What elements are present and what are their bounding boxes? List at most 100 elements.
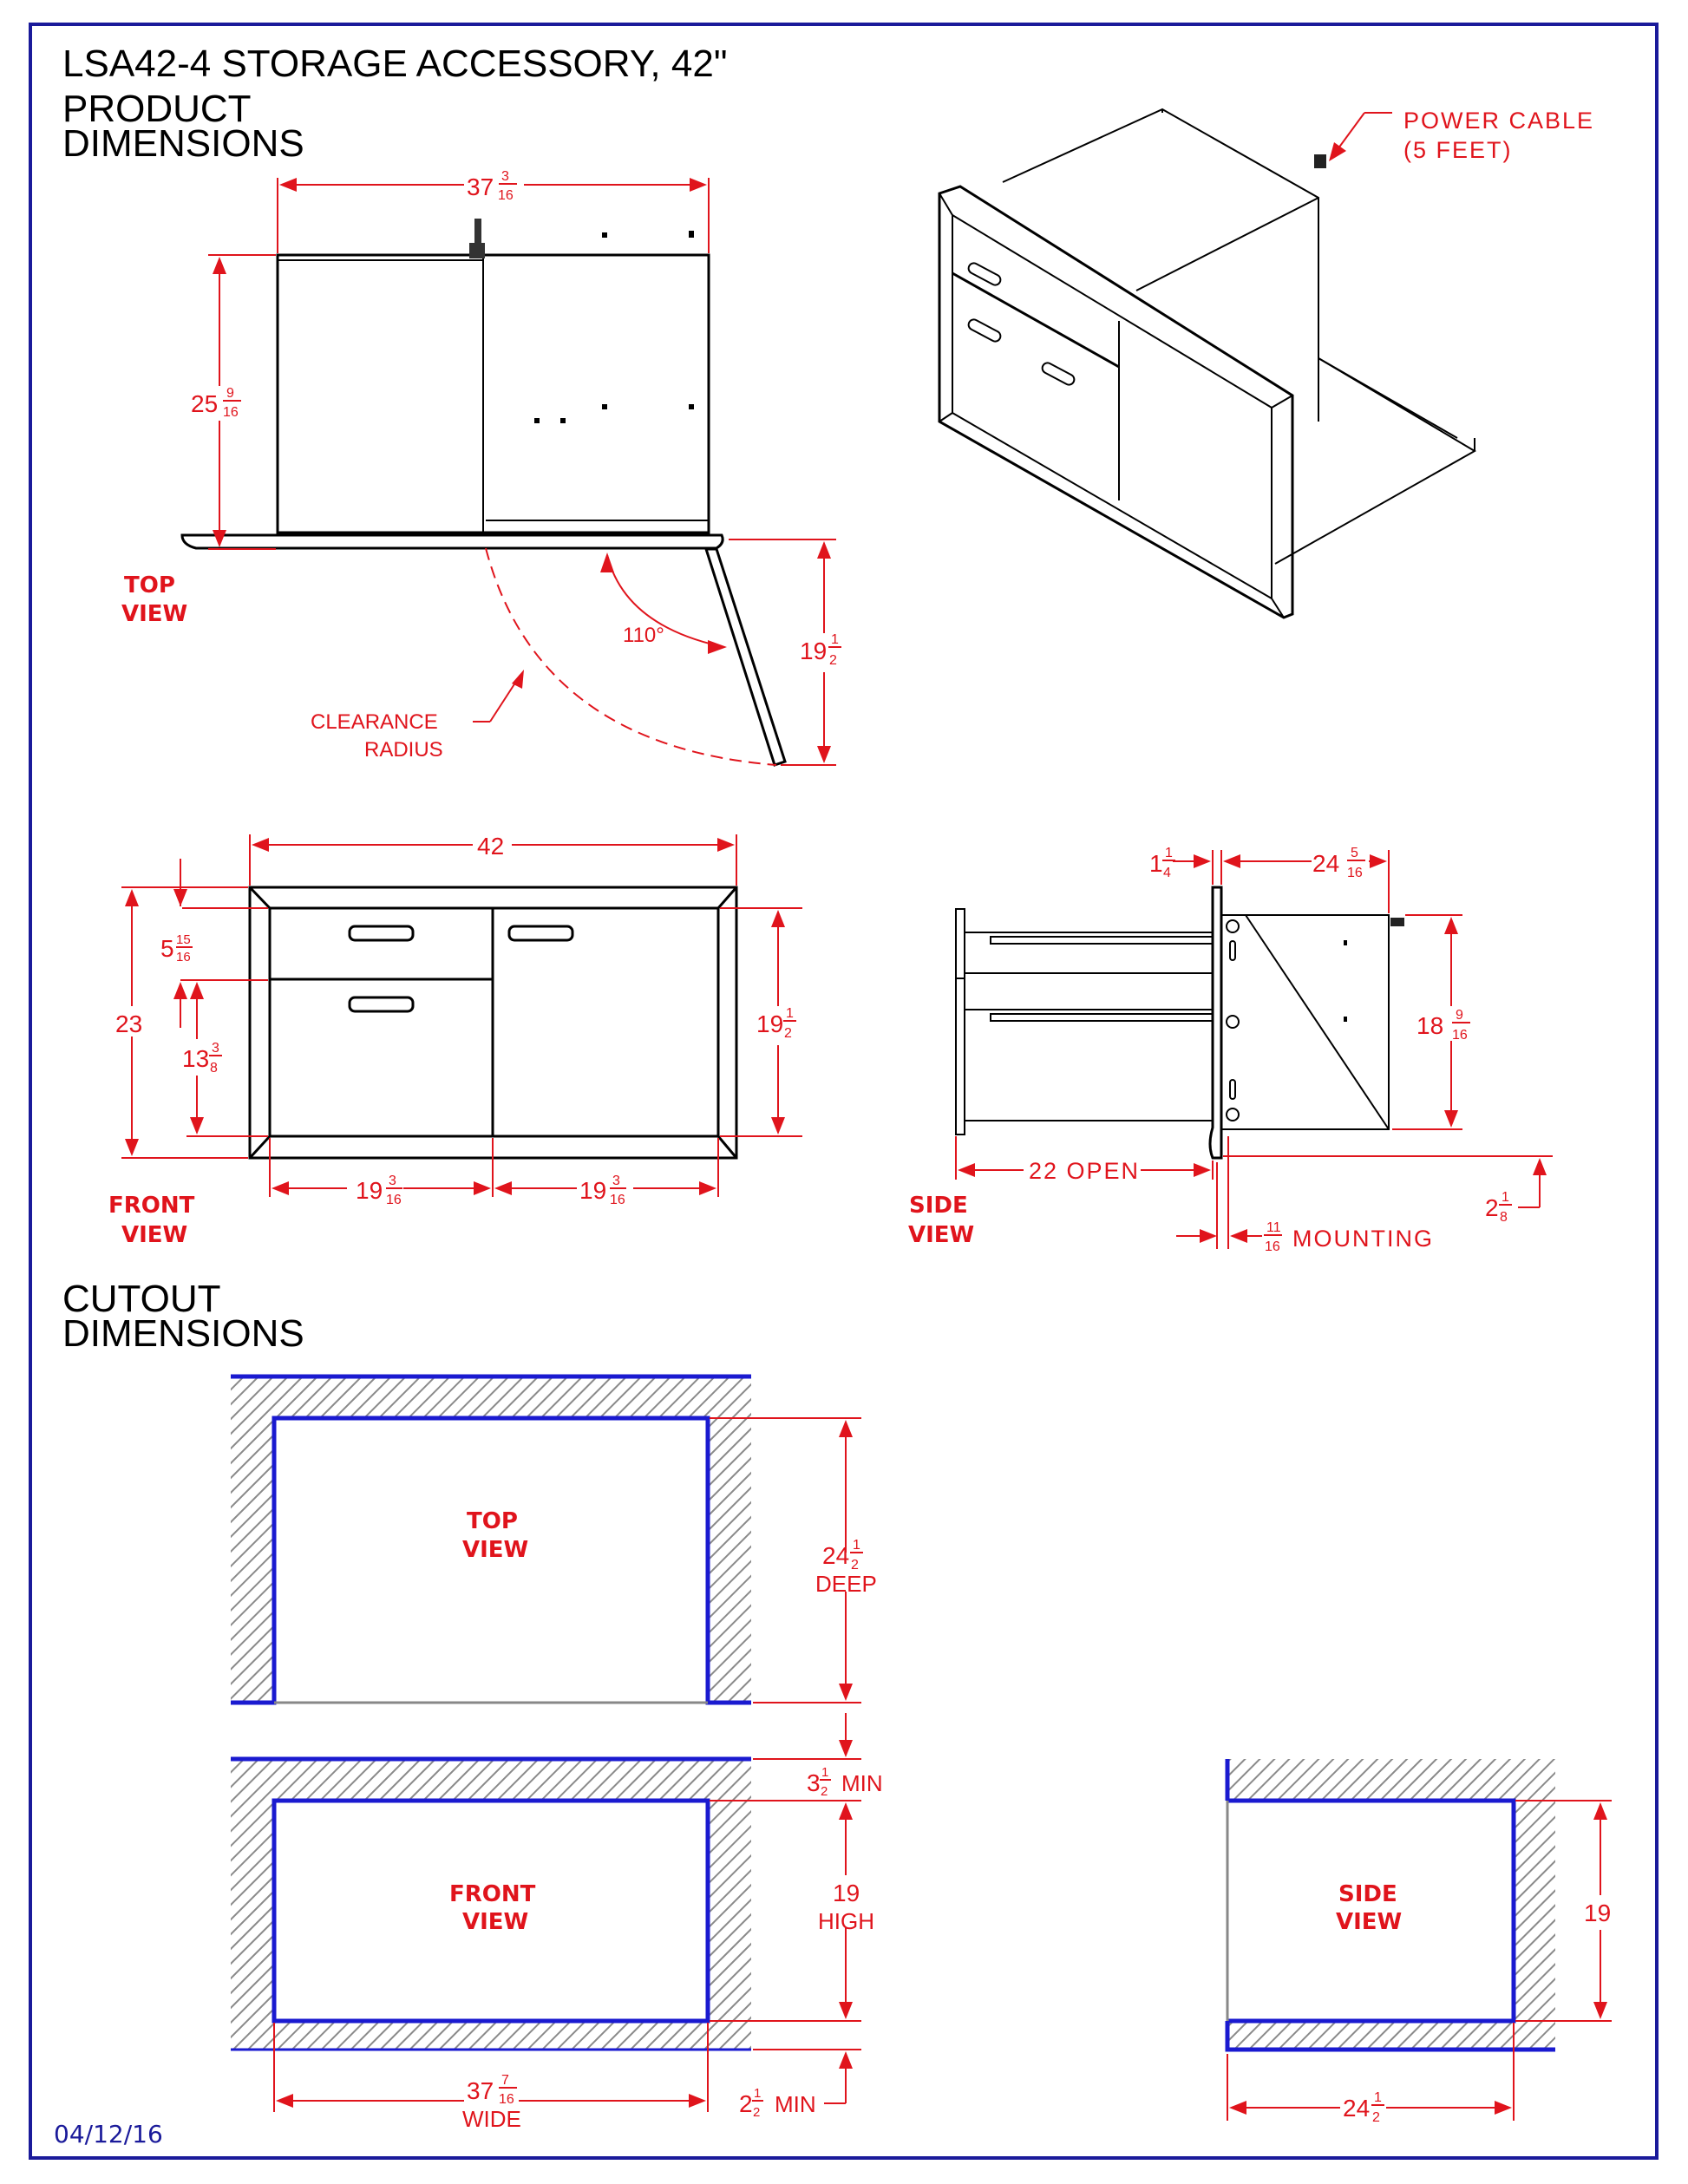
svg-text:19: 19: [756, 1010, 783, 1037]
cutout-section-heading-2: DIMENSIONS: [62, 1312, 304, 1355]
svg-text:8: 8: [210, 1061, 218, 1076]
svg-text:25: 25: [191, 390, 218, 417]
cutout-side-label-2: VIEW: [1336, 1909, 1402, 1935]
svg-text:2: 2: [1485, 1194, 1499, 1221]
svg-text:1: 1: [831, 632, 839, 647]
svg-text:1: 1: [853, 1538, 860, 1553]
side-view-label-2: VIEW: [908, 1222, 974, 1248]
svg-text:9: 9: [1456, 1008, 1463, 1023]
svg-text:16: 16: [1452, 1028, 1468, 1043]
side-height-dim: 18 9 16: [1416, 1008, 1470, 1043]
svg-text:18: 18: [1416, 1012, 1443, 1039]
top-view-label: TOP: [124, 572, 175, 598]
door-height-dim: 19 1 2: [756, 1006, 796, 1041]
cutout-side-depth-dim: 24 1 2: [1343, 2090, 1384, 2125]
svg-text:1: 1: [786, 1006, 794, 1021]
svg-text:2: 2: [1372, 2110, 1380, 2125]
svg-text:16: 16: [499, 2092, 514, 2107]
clearance-label: CLEARANCE: [311, 710, 438, 734]
title-block: LSA42-4 STORAGE ACCESSORY, 42" PRODUCT D…: [62, 43, 727, 1355]
clearance-label-2: RADIUS: [364, 738, 443, 762]
svg-text:37: 37: [467, 173, 494, 200]
svg-text:MIN: MIN: [841, 1770, 883, 1796]
cutout-front-label: FRONT: [449, 1881, 536, 1907]
sheet-border: [29, 23, 1659, 2160]
svg-text:1: 1: [1502, 1190, 1509, 1205]
open-depth-label: 22 OPEN: [1029, 1158, 1140, 1184]
svg-text:1: 1: [1374, 2090, 1382, 2105]
right-width-dim: 19 3 16: [579, 1174, 626, 1207]
drawer-height-dim: 5 15 16: [160, 932, 193, 964]
overall-width-label: 42: [477, 833, 504, 860]
svg-text:2: 2: [784, 1026, 792, 1041]
svg-text:16: 16: [386, 1193, 402, 1207]
svg-text:16: 16: [498, 188, 514, 203]
svg-text:8: 8: [1500, 1210, 1508, 1225]
svg-text:37: 37: [467, 2077, 494, 2104]
product-side-view: 1 1 4 24 5 16 18 9 16: [908, 846, 1553, 1254]
svg-text:1: 1: [754, 2086, 761, 2101]
svg-text:5: 5: [160, 935, 174, 962]
power-cable-label: POWER CABLE: [1403, 108, 1594, 134]
product-section-heading: PRODUCT: [62, 88, 252, 130]
cutout-depth-dim: 24 1 2 DEEP: [815, 1538, 877, 1597]
svg-text:9: 9: [226, 386, 234, 401]
svg-text:1: 1: [821, 1765, 828, 1780]
flange-dim: 1 1 4: [1149, 846, 1175, 880]
side-depth-dim: 24 5 16: [1312, 846, 1365, 880]
svg-text:1: 1: [1149, 850, 1163, 877]
svg-text:3: 3: [389, 1174, 396, 1188]
svg-text:3: 3: [501, 169, 509, 184]
sheet-title: LSA42-4 STORAGE ACCESSORY, 42": [62, 43, 727, 85]
svg-text:3: 3: [612, 1174, 620, 1188]
revision-date: 04/12/16: [54, 2120, 163, 2148]
svg-text:16: 16: [176, 950, 191, 964]
svg-text:3: 3: [212, 1041, 219, 1056]
svg-text:16: 16: [223, 405, 239, 420]
svg-text:WIDE: WIDE: [462, 2106, 521, 2132]
cutout-top-view: TOP VIEW 24 1 2 DEEP: [231, 1374, 877, 1705]
cutout-side-height-label: 19: [1584, 1900, 1611, 1926]
cutout-section-heading: CUTOUT: [62, 1278, 221, 1320]
front-view-label-2: VIEW: [121, 1222, 187, 1248]
left-width-dim: 19 3 16: [356, 1174, 402, 1207]
top-view-label-2: VIEW: [121, 601, 187, 627]
lower-height-dim: 13 3 8: [182, 1041, 222, 1076]
overall-height-label: 23: [115, 1010, 142, 1037]
power-cable-label-2: (5 FEET): [1403, 137, 1513, 163]
cutout-front-view: FRONT VIEW 3 1 2 MIN 19 HIGH 2 1 2: [231, 1713, 883, 2132]
cutout-width-dim: 37 7 16 WIDE: [462, 2073, 521, 2132]
side-view-label: SIDE: [909, 1193, 968, 1219]
front-view-label: FRONT: [108, 1193, 195, 1219]
svg-text:2: 2: [829, 653, 837, 668]
svg-text:24: 24: [1343, 2095, 1370, 2122]
svg-text:16: 16: [610, 1193, 625, 1207]
svg-text:2: 2: [739, 2090, 753, 2117]
svg-text:2: 2: [821, 1784, 828, 1799]
svg-text:3: 3: [807, 1769, 821, 1796]
svg-text:24: 24: [822, 1542, 849, 1569]
door-swing-dim: 19 1 2: [800, 632, 841, 668]
svg-text:MIN: MIN: [775, 2091, 816, 2117]
svg-text:15: 15: [176, 932, 191, 947]
svg-text:19: 19: [800, 638, 827, 664]
cutout-height-label: 19: [833, 1880, 860, 1906]
svg-text:1: 1: [1165, 846, 1173, 860]
cutout-side-view: SIDE VIEW 19 24 1 2: [1225, 1759, 1612, 2125]
angle-label: 110°: [623, 624, 664, 647]
top-min-dim: 3 1 2 MIN: [807, 1765, 883, 1799]
svg-text:16: 16: [1265, 1239, 1280, 1254]
cutout-side-label: SIDE: [1338, 1881, 1397, 1907]
cutout-front-label-2: VIEW: [462, 1909, 528, 1935]
cutout-top-label: TOP: [467, 1508, 518, 1534]
svg-text:5: 5: [1351, 846, 1358, 860]
mounting-dim: 11 16 MOUNTING: [1264, 1220, 1434, 1254]
product-front-view: 42 23 5 15 16 13 3 8: [108, 833, 802, 1248]
svg-text:16: 16: [1347, 866, 1363, 880]
top-depth-dim: 25 9 16: [191, 386, 241, 420]
svg-text:4: 4: [1163, 866, 1171, 880]
svg-text:MOUNTING: MOUNTING: [1292, 1226, 1434, 1252]
cutout-top-label-2: VIEW: [462, 1537, 528, 1563]
bottom-min-dim: 2 1 2 MIN: [739, 2086, 816, 2120]
